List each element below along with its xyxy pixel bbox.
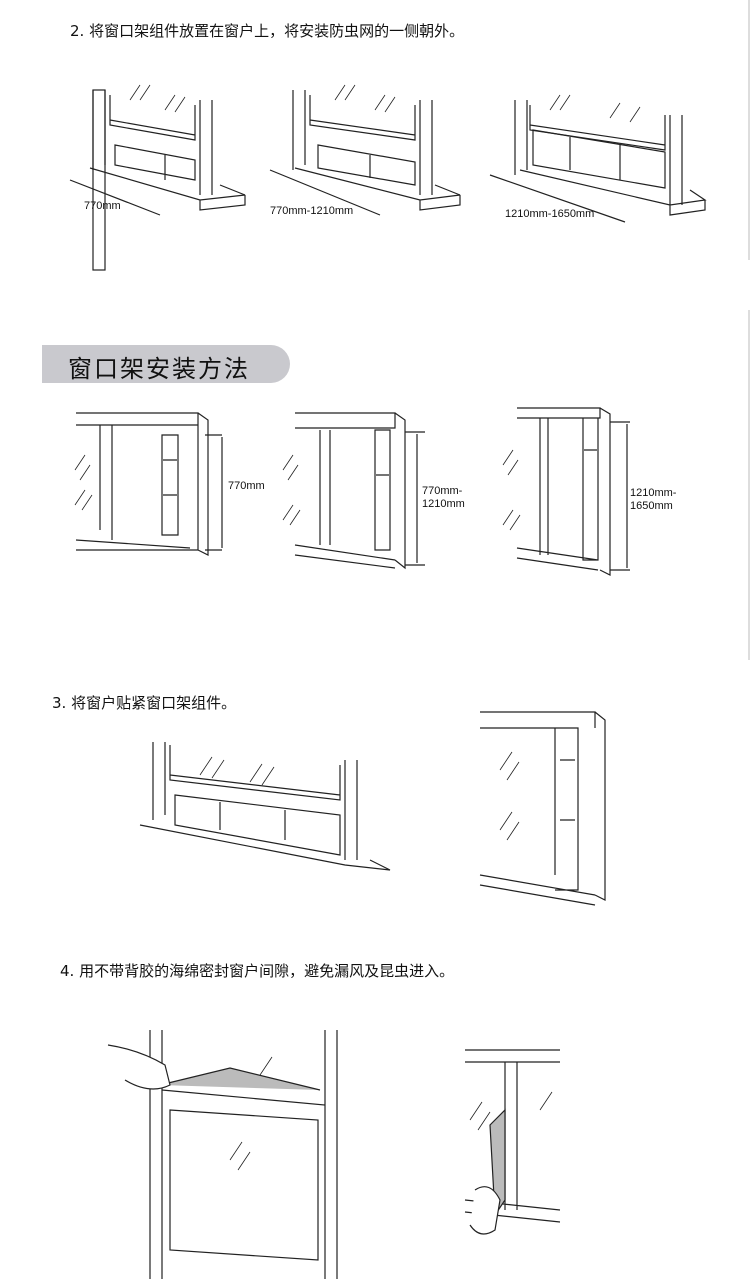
step-3-text: 3. 将窗户贴紧窗口架组件。 <box>52 694 237 712</box>
step3-illustration-horizontal <box>139 742 391 871</box>
page-edge <box>748 0 750 260</box>
step4-illustration-foam-vertical <box>464 1049 561 1235</box>
sill-illustration-3 <box>489 94 707 223</box>
dimension-label: 770mm-1210mm <box>270 205 354 217</box>
dimension-label: 770mm <box>228 480 265 492</box>
step-4-text: 4. 用不带背胶的海绵密封窗户间隙，避免漏风及昆虫进入。 <box>60 962 455 980</box>
dimension-label: 770mm <box>84 200 121 212</box>
dimension-label: 770mm-1210mm <box>422 485 465 510</box>
page-edge <box>748 310 750 660</box>
sill-illustration-1 <box>69 84 246 271</box>
dimension-label: 1210mm-1650mm <box>630 487 677 512</box>
vertical-illustration-2 <box>282 412 425 570</box>
dimension-label: 1210mm-1650mm <box>505 208 595 220</box>
section-title: 窗口架安装方法 <box>68 355 250 383</box>
step-2-text: 2. 将窗口架组件放置在窗户上，将安装防虫网的一侧朝外。 <box>70 22 465 40</box>
sill-illustration-2 <box>269 84 461 216</box>
step3-illustration-vertical <box>479 711 606 906</box>
section-banner: 窗口架安装方法 <box>42 345 290 383</box>
step4-illustration-foam-horizontal <box>107 1030 338 1279</box>
vertical-illustration-1 <box>74 412 223 556</box>
vertical-illustration-3 <box>502 407 630 576</box>
